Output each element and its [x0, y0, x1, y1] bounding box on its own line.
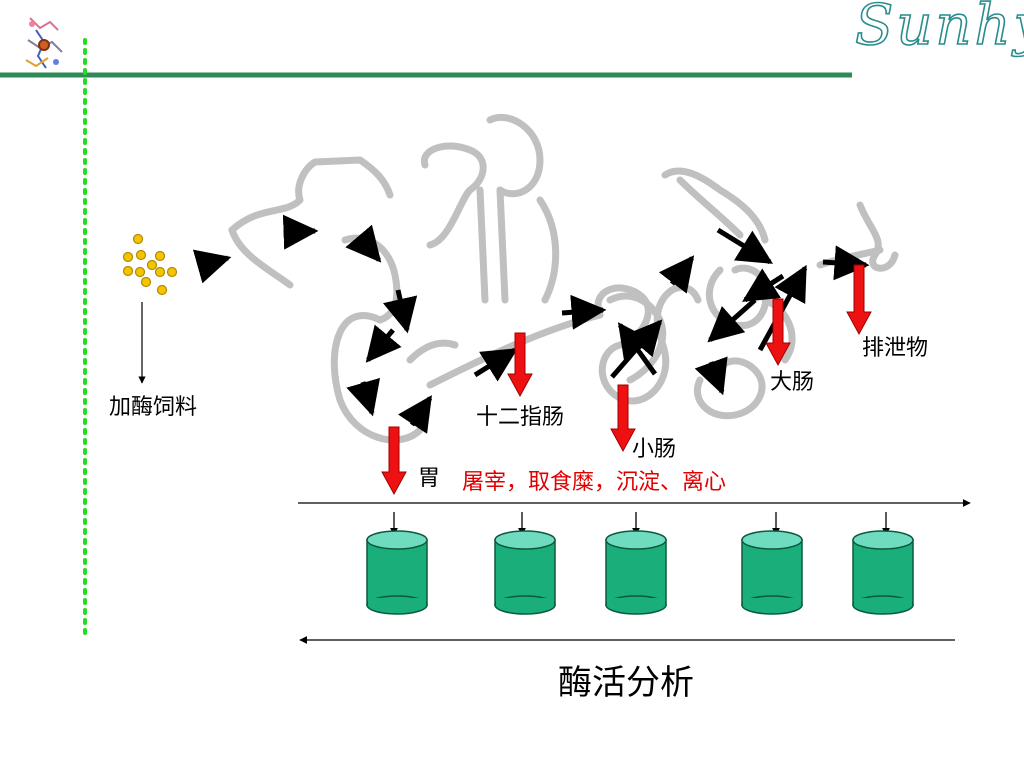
- label-excreta: 排泄物: [862, 338, 928, 360]
- sample-cylinder-icon: [495, 531, 555, 614]
- label-duodenum: 十二指肠: [476, 407, 564, 429]
- sample-cylinder-icon: [742, 531, 802, 614]
- sample-cylinder-icon: [367, 531, 427, 614]
- label-enzyme-analysis: 酶活分析: [558, 666, 694, 700]
- label-small-intestine: 小肠: [632, 439, 676, 461]
- brand-logo-text: Sunhy: [855, 0, 1024, 54]
- molecule-logo-icon: [26, 18, 62, 68]
- sample-cylinder-icon: [853, 531, 913, 614]
- label-stomach: 胃: [418, 468, 440, 490]
- sample-arrow-excreta: [847, 265, 871, 334]
- label-large-intestine: 大肠: [770, 372, 814, 394]
- digestive-flow-arrows: [203, 230, 866, 425]
- label-process-step: 屠宰，取食糜，沉淀、离心: [462, 472, 726, 494]
- feed-pellets-icon: [124, 235, 177, 295]
- sample-cylinders: [367, 531, 913, 614]
- label-feed: 加酶饲料: [109, 397, 197, 419]
- sample-cylinder-icon: [606, 531, 666, 614]
